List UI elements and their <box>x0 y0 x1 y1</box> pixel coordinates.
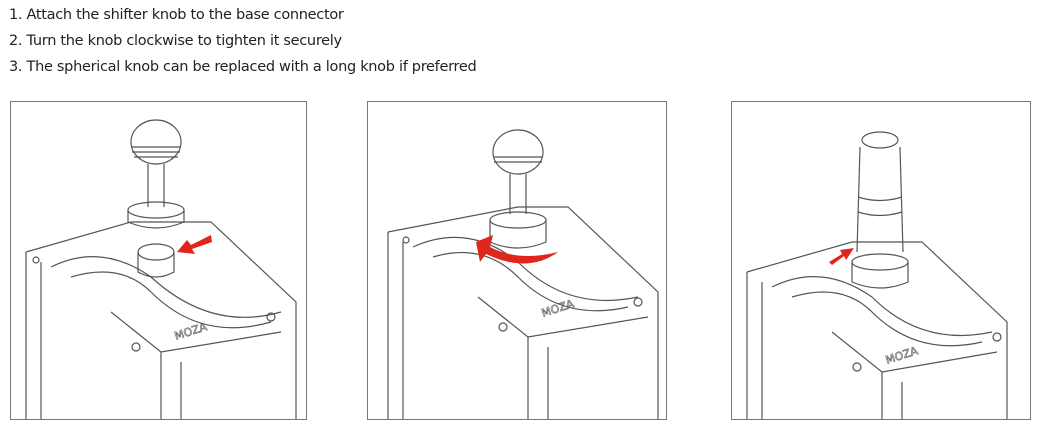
shifter-base-drawing <box>25 221 297 419</box>
rotate-clockwise-arrow-icon <box>476 235 558 264</box>
instruction-step-3: 3. The spherical knob can be replaced wi… <box>9 59 477 75</box>
push-arrow-icon <box>829 248 854 265</box>
illustration-attach-knob: MOZA <box>10 101 307 420</box>
long-knob-drawing <box>851 131 909 289</box>
instruction-step-1: 1. Attach the shifter knob to the base c… <box>9 7 344 23</box>
spherical-knob-drawing <box>127 119 185 278</box>
push-arrow-icon <box>177 235 212 254</box>
illustration-tighten-knob: MOZA <box>367 101 667 420</box>
spherical-knob-drawing <box>489 129 547 249</box>
shifter-base-drawing <box>387 206 659 419</box>
illustration-long-knob: MOZA <box>731 101 1031 420</box>
instruction-step-2: 2. Turn the knob clockwise to tighten it… <box>9 33 342 49</box>
instruction-list: 1. Attach the shifter knob to the base c… <box>9 2 477 80</box>
shifter-base-drawing <box>746 241 1008 419</box>
